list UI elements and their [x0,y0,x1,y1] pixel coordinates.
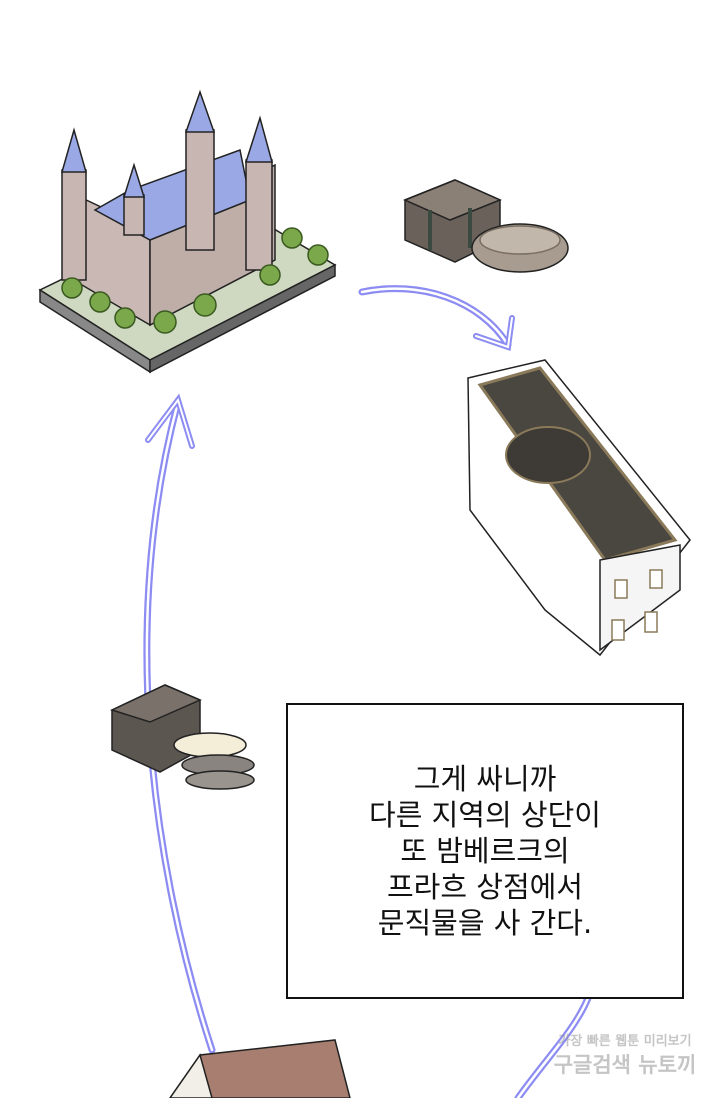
house-roof-illustration [169,1039,351,1098]
caption-line: 또 밤베르크의 [400,834,570,868]
crates-and-sack-illustration [403,179,569,273]
caption-line: 그게 싸니까 [413,762,557,796]
arrow-bottom-right [514,994,592,1098]
arrow-top-right [358,285,515,352]
mansion-illustration [467,359,691,657]
crates-and-cloth-illustration [109,684,255,790]
caption-line: 문직물을 사 간다. [377,906,593,940]
caption-line: 다른 지역의 상단이 [369,798,601,832]
watermark: 가장 빠른 웹툰 미리보기 구글검색 뉴토끼 [540,1030,710,1079]
castle-illustration [38,89,337,374]
watermark-line1: 가장 빠른 웹툰 미리보기 [558,1034,692,1049]
watermark-line2: 구글검색 뉴토끼 [553,1053,697,1077]
narration-box: 그게 싸니까 다른 지역의 상단이 또 밤베르크의 프라흐 상점에서 문직물을 … [286,703,684,999]
caption-line: 프라흐 상점에서 [387,870,583,904]
